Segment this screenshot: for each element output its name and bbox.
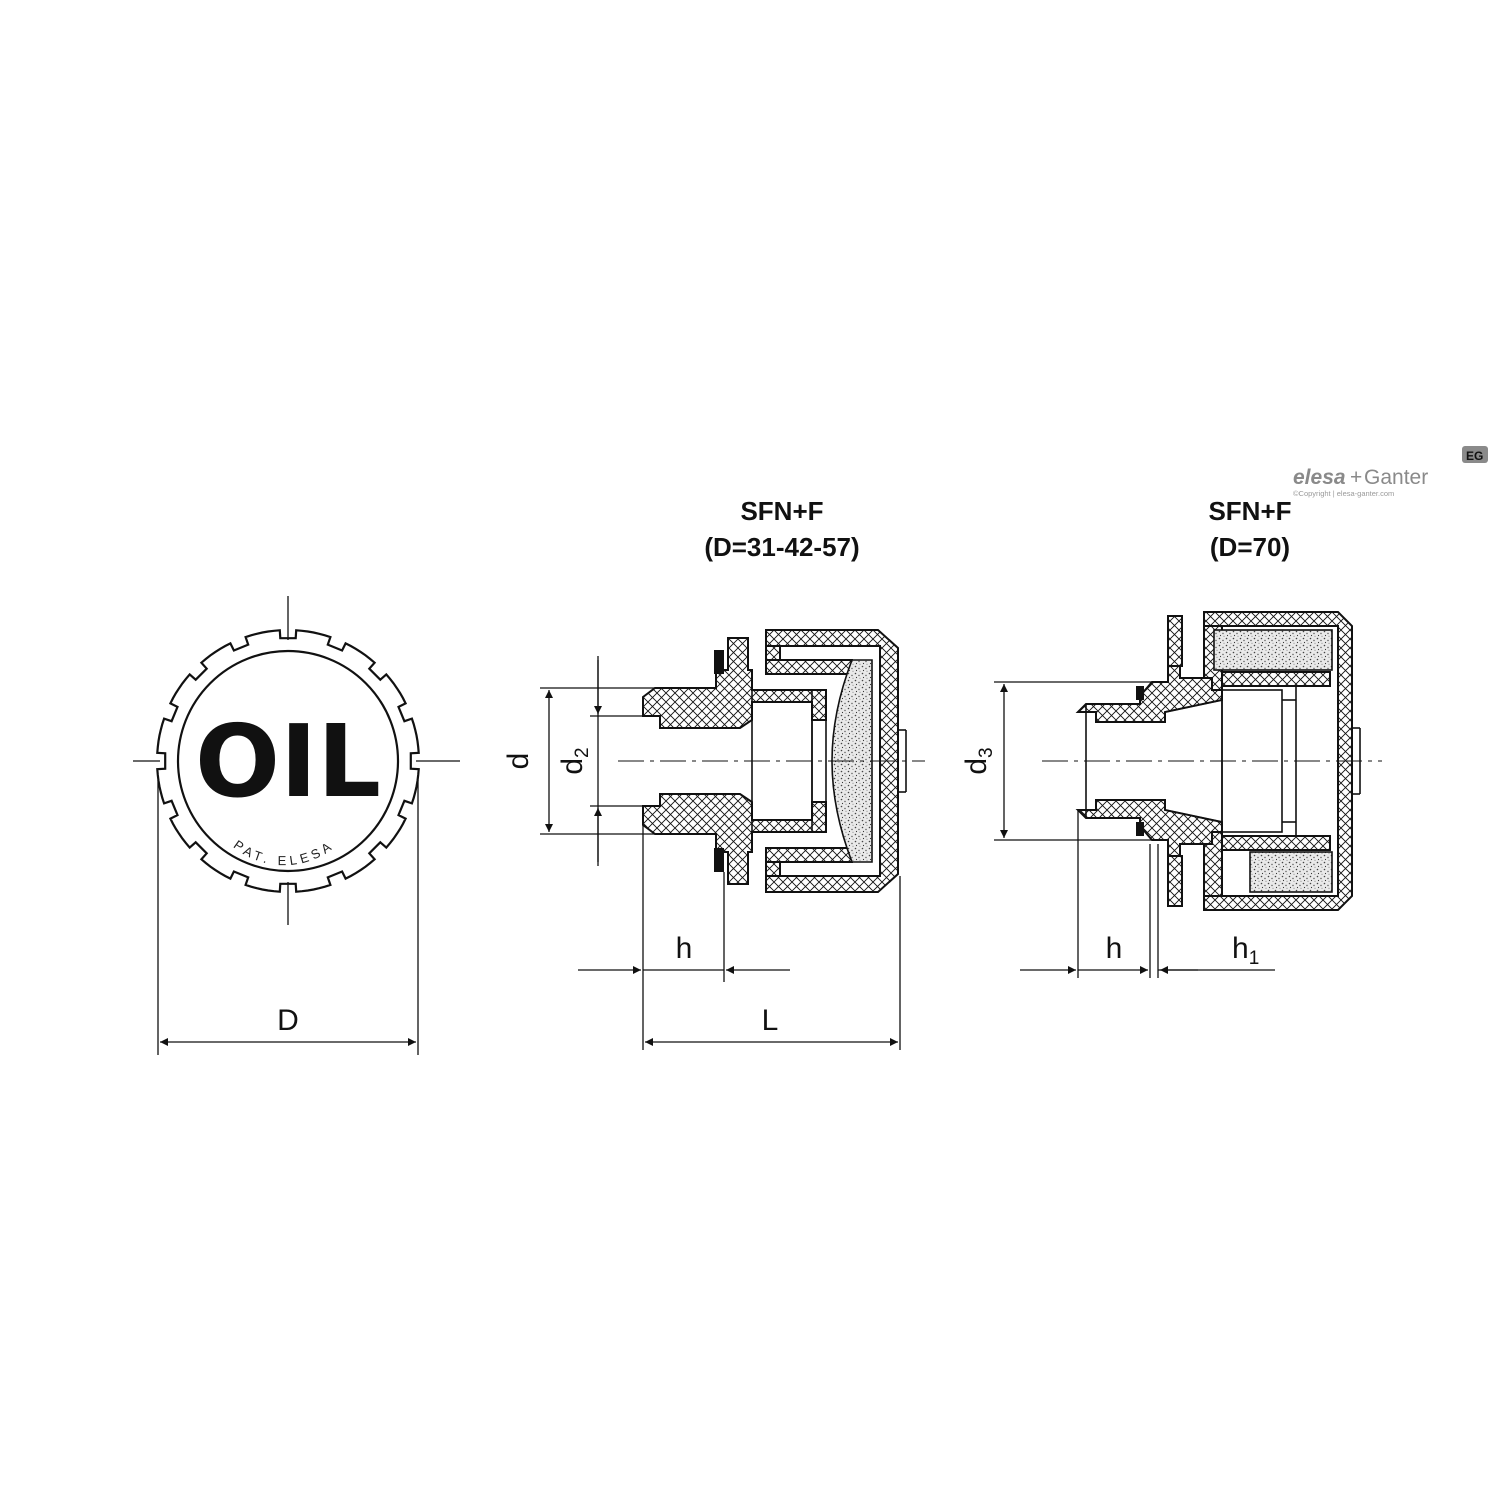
dim-label-d3: d3 (960, 747, 997, 774)
section-2-filter-foam-top (1213, 629, 1333, 671)
section-2-seal-top (1136, 686, 1144, 700)
elesa-ganter-logo: elesa + Ganter EG ©Copyright | elesa-gan… (1293, 446, 1488, 498)
section-2-title-line2: (D=70) (1210, 532, 1290, 562)
dim-label-L: L (762, 1004, 779, 1037)
dimension-D (157, 780, 419, 1055)
inner-ring (176, 649, 400, 873)
dim-label-d2: d2 (556, 747, 593, 774)
logo-copyright: ©Copyright | elesa-ganter.com (1293, 489, 1394, 498)
logo-brand-ganter: Ganter (1364, 466, 1428, 489)
section-2-title-line1: SFN+F (1208, 496, 1291, 526)
dim-label-h1: h1 (1232, 932, 1259, 969)
section-2-dim-h (1020, 810, 1151, 978)
section-1-dim-h (578, 825, 790, 1050)
section-1-dim-L (645, 876, 901, 1050)
section-2-dim-d3 (994, 681, 1152, 841)
section-1-title-line2: (D=31-42-57) (704, 532, 859, 562)
section-1-title-line1: SFN+F (740, 496, 823, 526)
logo-badge-text: EG (1466, 449, 1483, 463)
logo-plus: + (1350, 466, 1362, 489)
section-2-seal-bottom (1136, 822, 1144, 836)
dim-label-h-2: h (1106, 932, 1123, 965)
dim-label-d: d (502, 753, 535, 770)
knurled-outer-ring (156, 629, 420, 893)
logo-brand-elesa: elesa (1293, 466, 1346, 489)
section-1-dim-d2 (590, 656, 660, 866)
section-view-2: SFN+F (D=70) (960, 496, 1382, 978)
center-lines (133, 596, 460, 925)
front-view: OIL PAT. ELESA D (133, 596, 460, 1055)
dim-label-D: D (277, 1004, 299, 1037)
section-1-seal-top (714, 650, 724, 674)
section-2-filter-foam-bottom (1249, 851, 1333, 893)
logo-badge (1462, 446, 1488, 463)
section-1-seal-bottom (714, 848, 724, 872)
section-1-body (642, 629, 899, 893)
dim-label-h-1: h (676, 932, 693, 965)
section-view-1: SFN+F (D=31-42-57) (502, 496, 925, 1050)
section-2-body (1075, 611, 1353, 911)
section-2-dim-h1 (1157, 844, 1275, 978)
oil-cap-text: OIL (195, 703, 381, 820)
